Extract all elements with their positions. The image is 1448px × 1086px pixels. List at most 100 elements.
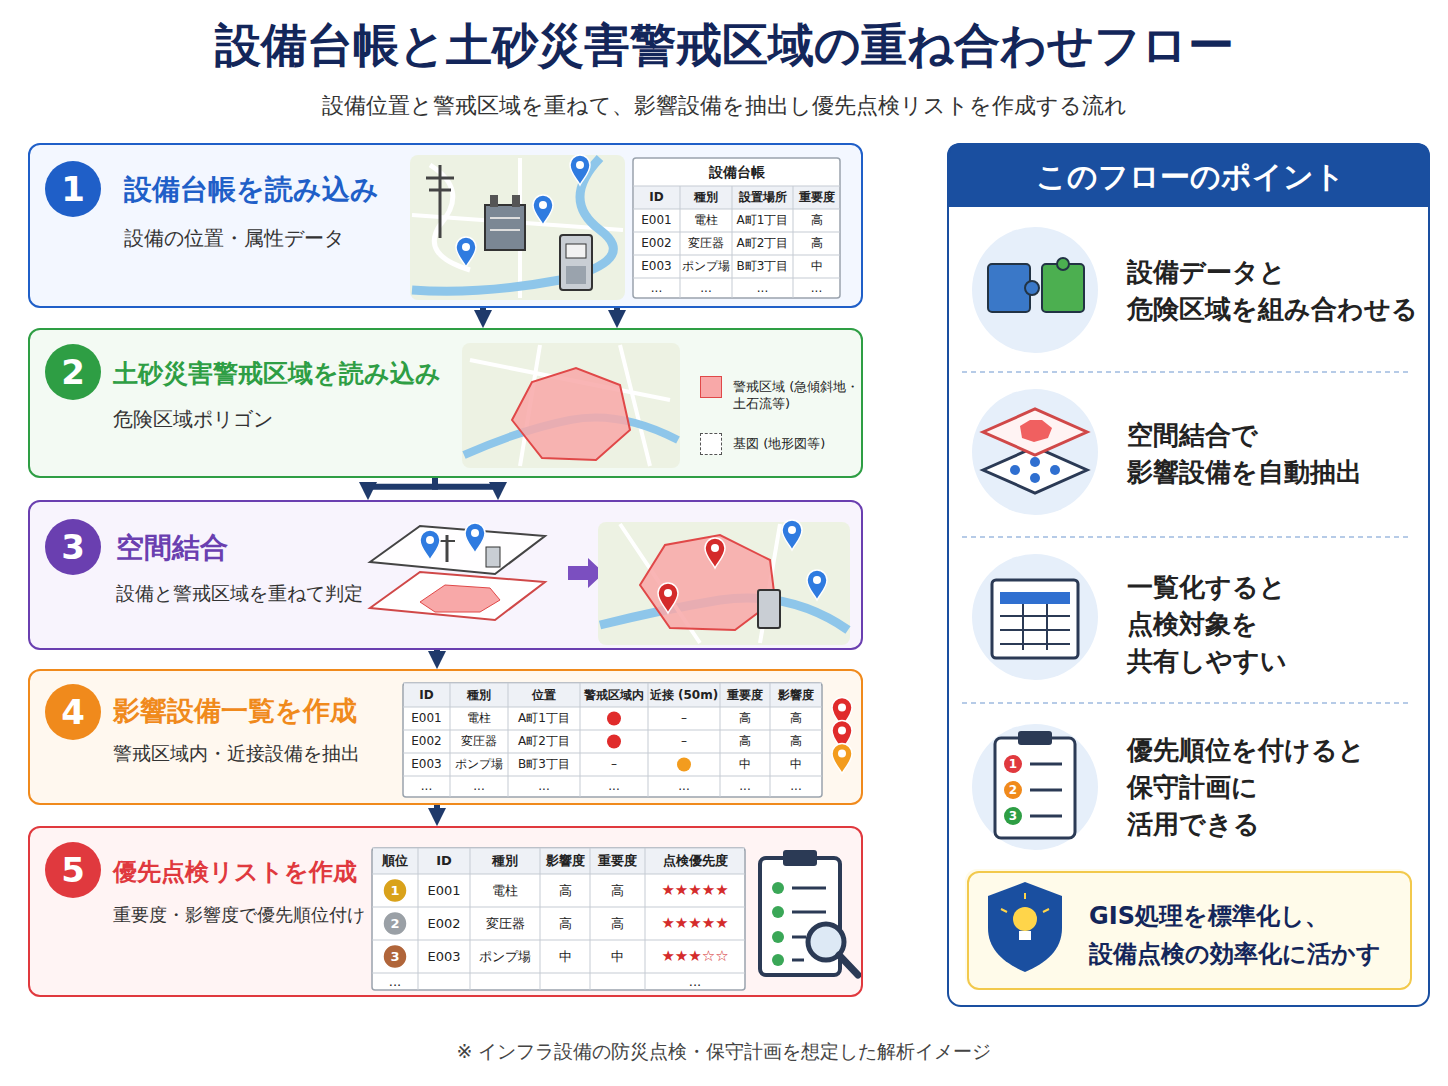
map-pin	[813, 576, 821, 584]
table-cell: ...	[720, 776, 770, 797]
table-cell: B町3丁目	[732, 255, 793, 278]
layers-icon	[1030, 473, 1040, 483]
flow-arrow	[614, 308, 620, 320]
icon-number: 3	[1004, 807, 1022, 825]
icon-circle	[972, 227, 1098, 353]
icon-number: 1	[1004, 755, 1022, 773]
map-pin	[807, 570, 827, 600]
pump-station	[560, 235, 592, 290]
map-pin	[832, 744, 852, 774]
map-pin	[705, 538, 725, 568]
table-cell: ...	[508, 776, 580, 797]
checklist-icon	[772, 954, 784, 966]
map-pin	[782, 520, 802, 550]
table-cell: –	[580, 753, 648, 776]
hazard-map	[462, 343, 680, 468]
utility-pole	[429, 189, 451, 192]
table-grid	[633, 278, 840, 279]
table-cell: 高	[590, 874, 645, 907]
map-pin	[658, 583, 678, 613]
puzzle-icon	[988, 264, 1030, 312]
map-pin	[838, 727, 846, 735]
checklist-icon	[792, 887, 826, 890]
map-pin	[533, 195, 553, 225]
table-cell: 中	[590, 940, 645, 973]
scripted-illustration	[372, 155, 852, 990]
legend-swatch	[700, 376, 722, 398]
legend-text: 警戒区域 (急傾斜地・土石流等)	[733, 378, 883, 412]
map-pin	[420, 530, 440, 560]
map-pin	[658, 583, 678, 613]
table-grid	[508, 683, 509, 797]
points-panel-fill	[947, 143, 1430, 1007]
table-grid	[403, 683, 822, 797]
hazard-map	[470, 345, 670, 466]
table-cell: ★★★☆☆	[645, 940, 745, 973]
map-pin	[838, 750, 846, 758]
map-pin	[788, 526, 796, 534]
table-cell: 高	[720, 707, 770, 730]
pump-station	[566, 266, 586, 284]
body-text: 設備の位置・属性データ	[124, 225, 424, 251]
table-cell: ポンプ場	[680, 255, 732, 278]
priority-clipboard-icon	[1030, 789, 1062, 792]
table-cell: –	[648, 730, 720, 753]
table-cell: 変圧器	[680, 232, 732, 255]
process-box: 3空間結合設備と警戒区域を重ねて判定	[28, 500, 863, 650]
overlay-layers	[370, 572, 545, 620]
pump-station	[560, 235, 592, 290]
table-grid	[450, 683, 451, 797]
table-cell: ★★★★★	[645, 907, 745, 940]
map-pin	[832, 744, 852, 774]
table-grid	[403, 776, 822, 777]
checklist-icon	[772, 931, 784, 943]
icon-circle	[972, 554, 1098, 680]
goal-box: GIS処理を標準化し、 設備点検の効率化に活かす	[967, 871, 1412, 990]
title: 設備台帳と土砂災害警戒区域の重ね合わせフロー	[0, 16, 1448, 74]
table-cell: 1	[372, 874, 418, 907]
table-cell: 高	[770, 707, 822, 730]
table-grid	[403, 683, 822, 684]
table-cell: B町3丁目	[508, 753, 580, 776]
table-cell: 高	[540, 874, 590, 907]
table-grid	[633, 255, 840, 256]
layers-icon	[983, 409, 1087, 493]
utility-pole	[439, 165, 442, 238]
map-pin	[664, 589, 672, 597]
table-grid	[633, 158, 840, 298]
table-icon	[1000, 615, 1070, 617]
table-cell: 警戒区域内	[580, 683, 648, 707]
separator	[962, 536, 1412, 538]
table-cell: ...	[680, 278, 732, 298]
overlay-layers	[486, 547, 500, 567]
table-grid	[793, 186, 794, 298]
checklist-icon	[783, 850, 817, 866]
overlay-layers	[439, 540, 455, 542]
table-grid	[372, 940, 745, 941]
table-cell: 重要度	[720, 683, 770, 707]
process-box: 5優先点検リストを作成重要度・影響度で優先順位付け	[28, 826, 863, 997]
table-cell: 種別	[470, 848, 540, 874]
table-cell: A町2丁目	[508, 730, 580, 753]
table-cell: ...	[580, 776, 648, 797]
transformer	[512, 195, 520, 207]
result-map	[598, 522, 850, 645]
map-pin	[456, 237, 476, 267]
table-grid	[645, 848, 646, 990]
map-pin	[782, 520, 802, 550]
table-grid	[720, 683, 721, 797]
shield-bulb-icon	[1043, 909, 1049, 912]
step-fill	[28, 143, 863, 308]
map-pin	[426, 536, 434, 544]
table-icon	[992, 580, 1078, 658]
result-map	[640, 535, 775, 630]
table-cell: 中	[540, 940, 590, 973]
map-pin	[576, 161, 584, 169]
priority-clipboard-icon	[1030, 815, 1062, 818]
overlay-layers	[420, 585, 500, 612]
checklist-icon	[839, 955, 858, 975]
step-number-text: 1	[61, 169, 85, 209]
table-grid	[418, 848, 419, 990]
table-grid	[404, 683, 821, 707]
puzzle-icon	[1057, 258, 1069, 270]
